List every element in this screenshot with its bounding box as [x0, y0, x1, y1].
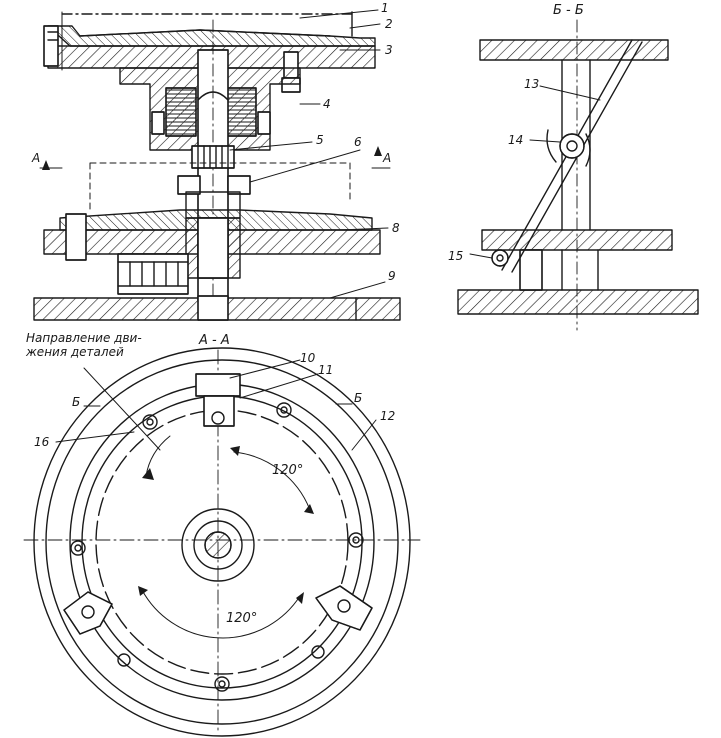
- cut-marker-b-left: Б: [72, 395, 81, 409]
- cut-marker-a-right: А: [383, 151, 392, 165]
- direction-caption-line-1: Направление дви-: [26, 331, 142, 345]
- section-b-b-view: [457, 19, 699, 331]
- cut-marker-b-right: Б: [354, 391, 363, 405]
- direction-caption-line-2: жения деталей: [26, 345, 124, 359]
- callout-6: 6: [354, 135, 362, 149]
- callout-9: 9: [388, 269, 396, 283]
- callout-16: 16: [34, 435, 50, 449]
- callout-12: 12: [380, 409, 396, 423]
- callout-13: 13: [524, 77, 540, 91]
- callout-11: 11: [318, 363, 334, 377]
- callout-14: 14: [508, 133, 524, 147]
- angle-label-bottom: 120°: [226, 611, 258, 626]
- section-title-a-a: А - А: [199, 333, 230, 348]
- plan-view-a-a: [23, 347, 421, 737]
- callout-8: 8: [392, 221, 400, 235]
- angle-label-top: 120°: [272, 463, 304, 478]
- callout-10: 10: [300, 351, 316, 365]
- callout-5: 5: [316, 133, 324, 147]
- cut-marker-a-left: А: [32, 151, 41, 165]
- section-title-b-b: Б - Б: [553, 3, 584, 18]
- callout-1: 1: [381, 1, 389, 15]
- main-section-view: [33, 9, 401, 321]
- callout-3: 3: [385, 43, 393, 57]
- callout-15: 15: [448, 249, 464, 263]
- callout-4: 4: [323, 97, 331, 111]
- callout-2: 2: [385, 17, 393, 31]
